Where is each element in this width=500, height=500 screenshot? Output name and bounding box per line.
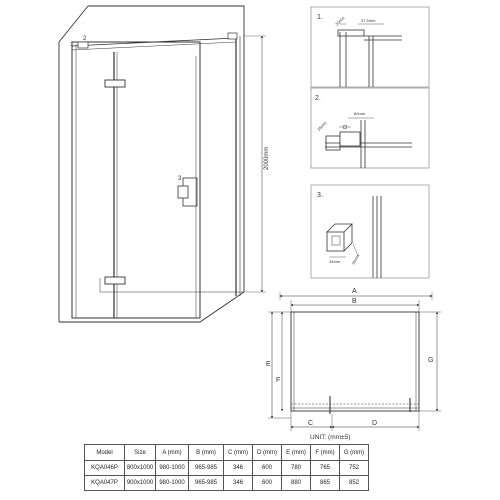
- detail-3-number: 3.: [317, 192, 323, 199]
- detail-1-number: 1.: [317, 14, 323, 21]
- floor-outline: [59, 291, 245, 323]
- door-handle: [177, 185, 189, 199]
- detail-2-length-dim: 60mm: [354, 111, 366, 116]
- plan-outline: [290, 311, 420, 412]
- table-row: KQA046P 800x1000 980-1000 965-985 346 60…: [84, 460, 369, 476]
- detail-2-number: 2.: [315, 95, 321, 102]
- plan-dim-E: E: [266, 361, 271, 368]
- plan-dim-F: F: [276, 377, 280, 384]
- back-wall-outline: [88, 5, 245, 292]
- shower-enclosure-view: [58, 5, 266, 323]
- table-cell: KQA047P: [84, 475, 125, 491]
- detail-view-2: [310, 87, 430, 169]
- header-size: Size: [124, 444, 156, 461]
- top-rail: [71, 37, 237, 47]
- table-cell: 600: [252, 475, 282, 491]
- table-cell: 346: [223, 460, 253, 476]
- table-row: KQA047P 900x1000 980-1000 965-985 346 60…: [84, 475, 369, 491]
- plan-view: [268, 292, 441, 431]
- plan-dim-G: G: [428, 357, 433, 364]
- unit-note: UNIT: (mm±5): [310, 434, 351, 441]
- header-model: Model: [84, 444, 125, 461]
- table-cell: 880: [281, 475, 311, 491]
- table-cell: KQA046P: [84, 460, 125, 476]
- header-f: F (mm): [310, 444, 340, 461]
- table-cell: 752: [339, 460, 369, 476]
- plan-dim-C: C: [308, 420, 313, 427]
- detail-3-width-dim: 34mm: [329, 259, 341, 264]
- table-cell: 865: [310, 475, 340, 491]
- table-header-row: Model Size A (mm) B (mm) C (mm) D (mm) E…: [84, 444, 369, 461]
- table-cell: 346: [223, 475, 253, 491]
- header-c: C (mm): [223, 444, 253, 461]
- detail-1-width-dim: 20mm: [334, 15, 346, 27]
- table-cell: 765: [310, 460, 340, 476]
- upper-hinge: [104, 79, 126, 88]
- table-cell: 980-1000: [155, 460, 189, 476]
- header-g: G (mm): [339, 444, 369, 461]
- callout-1: 1: [70, 42, 74, 48]
- plan-dim-B: B: [352, 298, 357, 305]
- table-cell: 965-985: [188, 475, 224, 491]
- detail-view-3: [310, 184, 430, 279]
- table-cell: 852: [339, 475, 369, 491]
- glass-front-panel: [71, 41, 201, 319]
- table-cell: 780: [281, 460, 311, 476]
- spec-table: Model Size A (mm) B (mm) C (mm) D (mm) E…: [84, 444, 369, 491]
- table-cell: 600: [252, 460, 282, 476]
- callout-3: 3: [178, 176, 182, 182]
- callout-2: 2: [83, 36, 87, 42]
- height-dimension-label: 2000mm: [264, 147, 270, 170]
- header-b: B (mm): [188, 444, 224, 461]
- table-cell: 900x1000: [124, 475, 156, 491]
- lower-hinge: [104, 276, 126, 285]
- table-cell: 980-1000: [155, 475, 189, 491]
- table-cell: 965-985: [188, 460, 224, 476]
- header-a: A (mm): [155, 444, 189, 461]
- detail-2-height-dim: 35mm: [316, 120, 328, 132]
- plan-dim-A: A: [352, 288, 357, 295]
- plan-dim-D: D: [372, 420, 377, 427]
- detail-3-height-dim: 34mm: [351, 253, 361, 266]
- header-d: D (mm): [252, 444, 282, 461]
- header-e: E (mm): [281, 444, 311, 461]
- left-wall-outline: [58, 5, 89, 322]
- detail-1-gap-dim: 37.5mm: [361, 18, 376, 23]
- table-cell: 800x1000: [124, 460, 156, 476]
- detail-view-1: [310, 6, 430, 88]
- wall-bracket: [77, 41, 89, 49]
